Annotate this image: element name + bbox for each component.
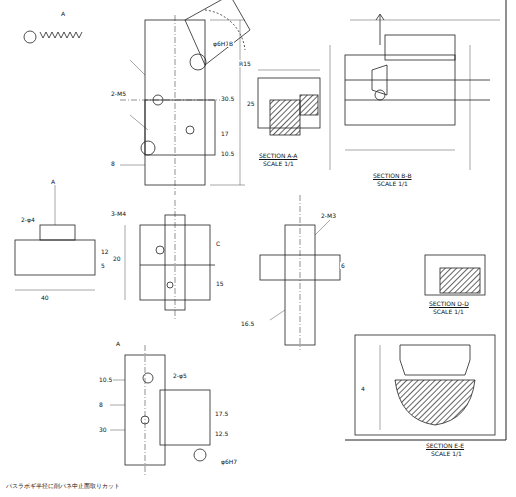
- dimension-label: SCALE 1/1: [262, 160, 295, 167]
- dimension-label: パスラボギ半径に削パネ中止面取りカット: [5, 482, 121, 489]
- section-caption: SECTION E-E: [425, 442, 465, 449]
- dimension-label: 30: [98, 426, 108, 433]
- dimension-label: B: [228, 40, 234, 47]
- dimension-label: 12: [100, 248, 110, 255]
- dimension-label: 4: [360, 385, 366, 392]
- section-caption: SECTION A-A: [258, 152, 298, 159]
- dimension-label: 2-M3: [320, 212, 337, 219]
- dimension-label: 8: [110, 160, 116, 167]
- dimension-label: 2-M5: [110, 90, 127, 97]
- dimension-label: R15: [238, 60, 252, 67]
- section-caption: SECTION B-B: [372, 172, 413, 179]
- dimension-label: 12.5: [214, 430, 229, 437]
- dimension-label: SCALE 1/1: [376, 180, 409, 187]
- dimension-label: 3-M4: [110, 210, 127, 217]
- dimension-label: 25: [246, 100, 256, 107]
- section-caption: SECTION D-D: [428, 300, 470, 307]
- dimension-label: A: [60, 10, 66, 17]
- dimension-label: 6: [340, 262, 346, 269]
- dimension-label: C: [215, 240, 221, 247]
- dimension-label: SCALE 1/1: [430, 450, 463, 457]
- dimension-label: 10.5: [98, 376, 113, 383]
- dimension-label: SCALE 1/1: [432, 308, 465, 315]
- dimension-label: 15: [215, 280, 225, 287]
- dimension-label: 2-φ5: [172, 372, 188, 379]
- dimension-label: 8: [98, 401, 104, 408]
- dimension-label: 16.5: [240, 320, 255, 327]
- dimension-label: 30.5: [220, 95, 235, 102]
- dimension-label: φ6H7: [220, 458, 238, 465]
- dimension-label: 40: [40, 294, 50, 301]
- dimension-label: 10.5: [220, 150, 235, 157]
- dimension-label: A: [50, 178, 56, 185]
- dimension-label: 17: [220, 130, 230, 137]
- dimension-label: 5: [100, 262, 106, 269]
- dimension-label: 20: [112, 255, 122, 262]
- dimension-label: A: [115, 340, 121, 347]
- dimension-label: 2-φ4: [20, 216, 36, 223]
- dimension-label: 17.5: [214, 410, 229, 417]
